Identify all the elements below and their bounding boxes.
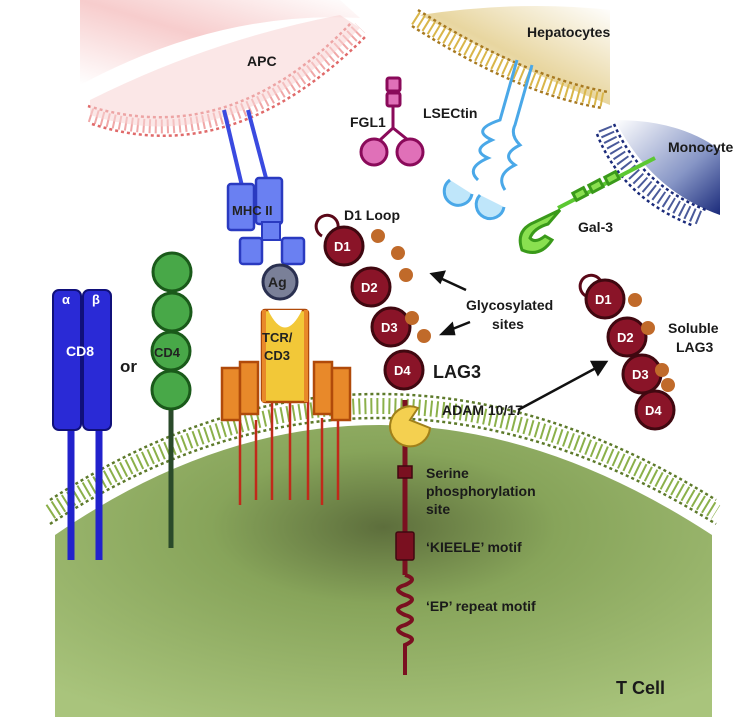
tcr-cd3-complex: TCR/ CD3 bbox=[220, 308, 352, 505]
slag3-d4-label: D4 bbox=[645, 403, 662, 418]
shedding-arrow bbox=[517, 360, 609, 412]
cd8-label: CD8 bbox=[66, 343, 94, 359]
fgl1-label: FGL1 bbox=[350, 114, 386, 130]
lsectin-label: LSECtin bbox=[423, 105, 477, 121]
slag3-d3-label: D3 bbox=[632, 367, 649, 382]
t-cell bbox=[45, 392, 721, 717]
monocyte-body bbox=[615, 120, 720, 215]
serine-label-line1: Serine bbox=[426, 465, 469, 481]
lag3-d4-label: D4 bbox=[394, 363, 411, 378]
serine-label-line2: phosphorylation bbox=[426, 483, 536, 499]
slag3-d1-label: D1 bbox=[595, 292, 612, 307]
hepatocyte-cell bbox=[411, 6, 610, 110]
t-cell-label: T Cell bbox=[616, 678, 665, 698]
d1-loop bbox=[314, 213, 340, 238]
apc-body bbox=[80, 0, 360, 85]
apc-label: APC bbox=[247, 53, 277, 69]
lag3-d2-label: D2 bbox=[361, 280, 378, 295]
lsectin-protein bbox=[442, 59, 534, 221]
antigen: Ag bbox=[261, 263, 299, 301]
serine-label-line3: site bbox=[426, 501, 450, 517]
slag3-d2-label: D2 bbox=[617, 330, 634, 345]
adam-label: ADAM 10/17 bbox=[442, 402, 523, 418]
cd4-receptor: CD4 bbox=[150, 251, 193, 548]
glycosylation-sites bbox=[371, 229, 431, 343]
mhc2-complex: MHC II bbox=[222, 109, 306, 266]
ep-repeat-coil bbox=[396, 573, 414, 675]
kieele-motif-box bbox=[395, 531, 415, 561]
hepatocytes-label: Hepatocytes bbox=[527, 24, 610, 40]
kieele-label: ‘KIEELE’ motif bbox=[426, 539, 522, 555]
cd8-alpha-label: α bbox=[62, 292, 70, 307]
cd8-receptor: α β CD8 bbox=[52, 289, 112, 560]
t-cell-body bbox=[55, 425, 712, 717]
lag3-label: LAG3 bbox=[433, 362, 481, 382]
soluble-lag3: D1 D2 D3 D4 bbox=[578, 273, 676, 431]
monocyte-cell bbox=[595, 120, 720, 228]
adam-protease bbox=[389, 405, 432, 448]
soluble-label-line1: Soluble bbox=[668, 320, 719, 336]
gal3-protein bbox=[518, 156, 656, 254]
tcr-label-line2: CD3 bbox=[264, 348, 290, 363]
monocyte-label: Monocyte bbox=[668, 139, 734, 155]
glycosylated-label-line2: sites bbox=[492, 316, 524, 332]
fgl1-protein bbox=[359, 76, 425, 167]
serine-site-box bbox=[397, 465, 413, 479]
mhc2-label: MHC II bbox=[232, 203, 272, 218]
lag3-d3-label: D3 bbox=[381, 320, 398, 335]
cd8-beta-label: β bbox=[92, 292, 100, 307]
ep-label: ‘EP’ repeat motif bbox=[426, 598, 536, 614]
d1-loop-label: D1 Loop bbox=[344, 207, 400, 223]
glycosylated-label-line1: Glycosylated bbox=[466, 297, 553, 313]
or-label: or bbox=[120, 357, 137, 376]
ag-label: Ag bbox=[268, 274, 287, 290]
lag3-d1-label: D1 bbox=[334, 239, 351, 254]
soluble-label-line2: LAG3 bbox=[676, 339, 714, 355]
apc-cell bbox=[80, 0, 367, 137]
glycosylated-arrows bbox=[429, 270, 471, 336]
tcr-label-line1: TCR/ bbox=[262, 330, 293, 345]
cd4-label: CD4 bbox=[154, 345, 181, 360]
hepatocyte-membrane bbox=[411, 12, 607, 107]
hepatocyte-body bbox=[420, 6, 610, 105]
gal3-label: Gal-3 bbox=[578, 219, 613, 235]
